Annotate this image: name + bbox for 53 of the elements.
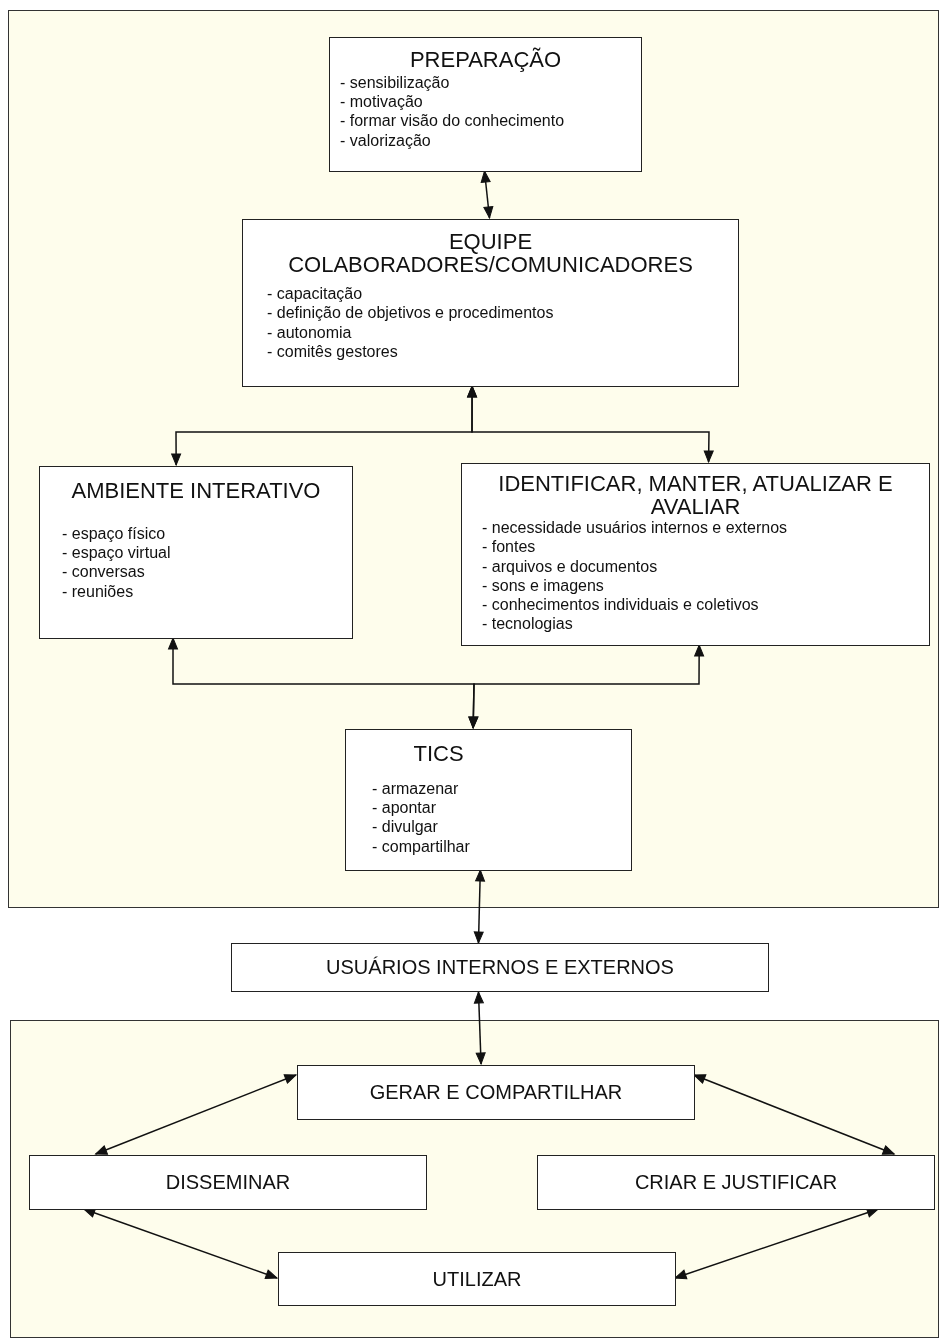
box-title: IDENTIFICAR, MANTER, ATUALIZAR E AVALIAR (497, 472, 894, 519)
list-item: - valorização (339, 130, 431, 150)
process-box (231, 943, 769, 992)
list-item: - espaço virtual (61, 543, 171, 563)
arrow (480, 170, 494, 219)
arrow (674, 1207, 880, 1280)
process-box (537, 1155, 935, 1210)
process-box (345, 729, 632, 871)
arrow (82, 1207, 278, 1280)
list-item: - reuniões (61, 581, 134, 601)
panel-background (8, 10, 939, 908)
box-title: UTILIZAR (431, 1268, 523, 1290)
process-box (329, 37, 642, 172)
box-title: CRIAR E JUSTIFICAR (633, 1172, 839, 1193)
list-item: - divulgar (371, 817, 438, 837)
arrow (94, 1074, 297, 1155)
list-item: - sensibilização (339, 73, 450, 93)
arrow (473, 991, 486, 1065)
box-title: USUÁRIOS INTERNOS E EXTERNOS (325, 957, 675, 978)
box-title: TICS (412, 742, 465, 768)
arrow (468, 644, 705, 729)
process-box (278, 1252, 676, 1306)
process-box (39, 466, 353, 639)
panel-background (10, 1020, 939, 1338)
list-item: - necessidade usuários internos e externos (481, 518, 788, 538)
process-box (29, 1155, 427, 1210)
list-item: - comitês gestores (266, 341, 398, 361)
list-item: - fontes (481, 537, 536, 557)
list-item: - conversas (61, 562, 145, 582)
arrow (473, 869, 486, 944)
list-item: - sons e imagens (481, 575, 604, 595)
box-title: DISSEMINAR (164, 1172, 292, 1193)
box-title: GERAR E COMPARTILHAR (368, 1082, 624, 1103)
list-item: - definição de objetivos e procedimentos (266, 303, 554, 323)
list-item: - armazenar (371, 779, 459, 799)
list-item: - capacitação (266, 284, 363, 304)
box-title: AMBIENTE INTERATIVO (70, 479, 322, 505)
box-title: EQUIPE COLABORADORES/COMUNICADORES (287, 230, 694, 280)
arrow (693, 1074, 895, 1155)
list-item: - apontar (371, 798, 437, 818)
list-item: - conhecimentos individuais e coletivos (481, 594, 759, 615)
list-item: - compartilhar (371, 836, 470, 856)
list-item: - formar visão do conhecimento (339, 111, 565, 131)
box-title: PREPARAÇÃO (408, 48, 563, 74)
process-box (242, 219, 739, 387)
list-item: - arquivos e documentos (481, 556, 658, 576)
list-item: - motivação (339, 92, 423, 112)
list-item: - tecnologias (481, 614, 573, 634)
list-item: - autonomia (266, 322, 352, 342)
process-box (461, 463, 930, 646)
arrow (467, 385, 714, 463)
list-item: - espaço físico (61, 524, 166, 544)
process-box (297, 1065, 695, 1120)
